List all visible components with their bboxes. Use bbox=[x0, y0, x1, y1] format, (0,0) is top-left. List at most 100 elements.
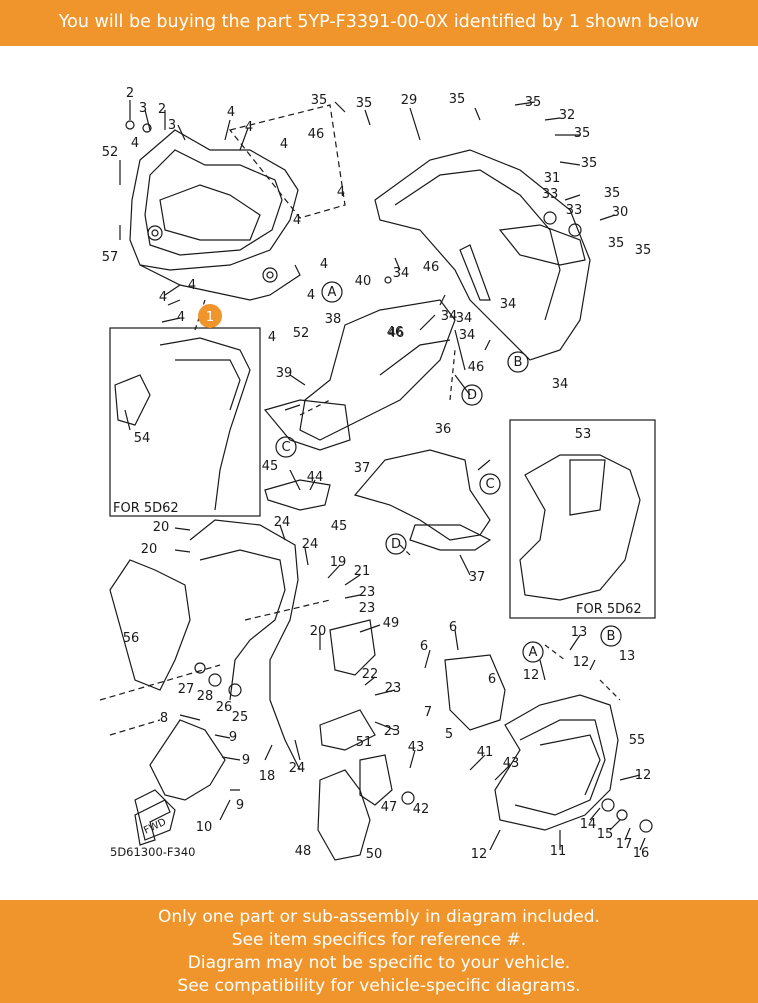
callout-label: 3 bbox=[139, 101, 147, 116]
callout-label: C bbox=[281, 440, 290, 455]
callout-label: 11 bbox=[550, 844, 567, 859]
callout-label: 18 bbox=[259, 769, 276, 784]
fastener-markers bbox=[125, 120, 653, 833]
callout-label: 12 bbox=[471, 847, 488, 862]
callout-label: 35 bbox=[581, 156, 598, 171]
ref-circle-c-2 bbox=[479, 473, 501, 495]
callout-label: 13 bbox=[571, 625, 588, 640]
callout-label: 9 bbox=[242, 753, 250, 768]
callout-label: 4 bbox=[227, 105, 235, 120]
callout-label: 9 bbox=[236, 798, 244, 813]
callout-label: 21 bbox=[354, 564, 371, 579]
callout-label: 7 bbox=[424, 705, 432, 720]
diagram-code: 5D61300-F340 bbox=[110, 845, 195, 859]
callout-label: 4 bbox=[280, 137, 288, 152]
callout-label: 44 bbox=[307, 470, 324, 485]
callout-label: 52 bbox=[102, 145, 119, 160]
callout-label: 39 bbox=[276, 366, 293, 381]
callout-label: 43 bbox=[503, 756, 520, 771]
callout-label: 25 bbox=[232, 710, 249, 725]
callout-label: B bbox=[514, 355, 523, 370]
callout-label: 35 bbox=[449, 92, 466, 107]
callout-label: 46 bbox=[423, 260, 440, 275]
ref-circle-a bbox=[321, 281, 343, 303]
callout-label: 24 bbox=[274, 515, 291, 530]
callout-label: 57 bbox=[102, 250, 119, 265]
ref-circle-b bbox=[507, 351, 529, 373]
callout-label: 13 bbox=[619, 649, 636, 664]
callout-label: 17 bbox=[616, 837, 633, 852]
callout-label: 23 bbox=[359, 585, 376, 600]
callout-label: 4 bbox=[131, 136, 139, 151]
callout-label: 35 bbox=[525, 95, 542, 110]
callout-label: 34 bbox=[393, 266, 410, 281]
top-banner: You will be buying the part 5YP-F3391-00… bbox=[0, 0, 758, 46]
callout-label: 38 bbox=[325, 312, 342, 327]
callout-label: 4 bbox=[320, 257, 328, 272]
highlight-number: 1 bbox=[206, 310, 214, 325]
callout-label: D bbox=[467, 388, 477, 403]
banner-title: You will be buying the part 5YP-F3391-00… bbox=[58, 12, 700, 32]
callout-label: 4 bbox=[268, 330, 276, 345]
callout-label: 12 bbox=[523, 668, 540, 683]
callout-label: D bbox=[391, 537, 401, 552]
callout-label: 47 bbox=[381, 800, 398, 815]
callout-label: 34 bbox=[441, 309, 458, 324]
callout-label: 31 bbox=[544, 171, 561, 186]
callout-label: 50 bbox=[366, 847, 383, 862]
callout-label: 4 bbox=[177, 310, 185, 325]
ref-circle-d-2 bbox=[385, 533, 407, 555]
callout-label: 35 bbox=[311, 93, 328, 108]
callout-label: 4 bbox=[307, 288, 315, 303]
callout-label: 30 bbox=[612, 205, 629, 220]
callout-label: 41 bbox=[477, 745, 494, 760]
callout-label: 3 bbox=[168, 118, 176, 133]
callout-label: 8 bbox=[160, 711, 168, 726]
callout-label: 9 bbox=[229, 730, 237, 745]
callout-label: 22 bbox=[362, 667, 379, 682]
callout-label: 35 bbox=[608, 236, 625, 251]
highlight-marker bbox=[198, 304, 222, 328]
callout-label: 4 bbox=[188, 278, 196, 293]
callout-label: 12 bbox=[573, 655, 590, 670]
callout-label: 6 bbox=[449, 620, 457, 635]
diagram-line-art bbox=[99, 100, 656, 861]
callout-label: 10 bbox=[196, 820, 213, 835]
callout-label: 14 bbox=[580, 817, 597, 832]
callout-label: 15 bbox=[597, 827, 614, 842]
callout-label: 28 bbox=[197, 689, 214, 704]
inset-left-label: FOR 5D62 bbox=[113, 501, 179, 516]
callout-label: 12 bbox=[635, 768, 652, 783]
callout-label: 45 bbox=[331, 519, 348, 534]
callout-label: 34 bbox=[552, 377, 569, 392]
callout-label: 33 bbox=[542, 187, 559, 202]
callout-label: 23 bbox=[384, 724, 401, 739]
callout-label: 19 bbox=[330, 555, 347, 570]
callout-label: 46 bbox=[388, 326, 405, 341]
callout-label: 4 bbox=[293, 213, 301, 228]
callout-label: 35 bbox=[574, 126, 591, 141]
callout-label: 24 bbox=[302, 537, 319, 552]
fwd-label: FWD bbox=[142, 817, 168, 837]
callout-label: 26 bbox=[216, 700, 233, 715]
callout-label: 34 bbox=[456, 311, 473, 326]
callout-label: 45 bbox=[262, 459, 279, 474]
callout-label: A bbox=[529, 645, 538, 660]
callout-label: 35 bbox=[604, 186, 621, 201]
callout-label: 43 bbox=[408, 740, 425, 755]
callout-label: 35 bbox=[356, 96, 373, 111]
callout-label: 20 bbox=[153, 520, 170, 535]
ref-circle-b-2 bbox=[600, 625, 622, 647]
inset-right-label: FOR 5D62 bbox=[576, 602, 642, 617]
callout-label: 5 bbox=[445, 727, 453, 742]
callout-label: 2 bbox=[126, 86, 134, 101]
callout-label: 29 bbox=[401, 93, 418, 108]
callout-label: 51 bbox=[356, 735, 373, 750]
callout-label: 4 bbox=[337, 185, 345, 200]
footer-line-1: Only one part or sub-assembly in diagram… bbox=[158, 907, 600, 927]
callout-label: 37 bbox=[354, 461, 371, 476]
callout-label: 40 bbox=[355, 274, 372, 289]
callout-label: 49 bbox=[383, 616, 400, 631]
